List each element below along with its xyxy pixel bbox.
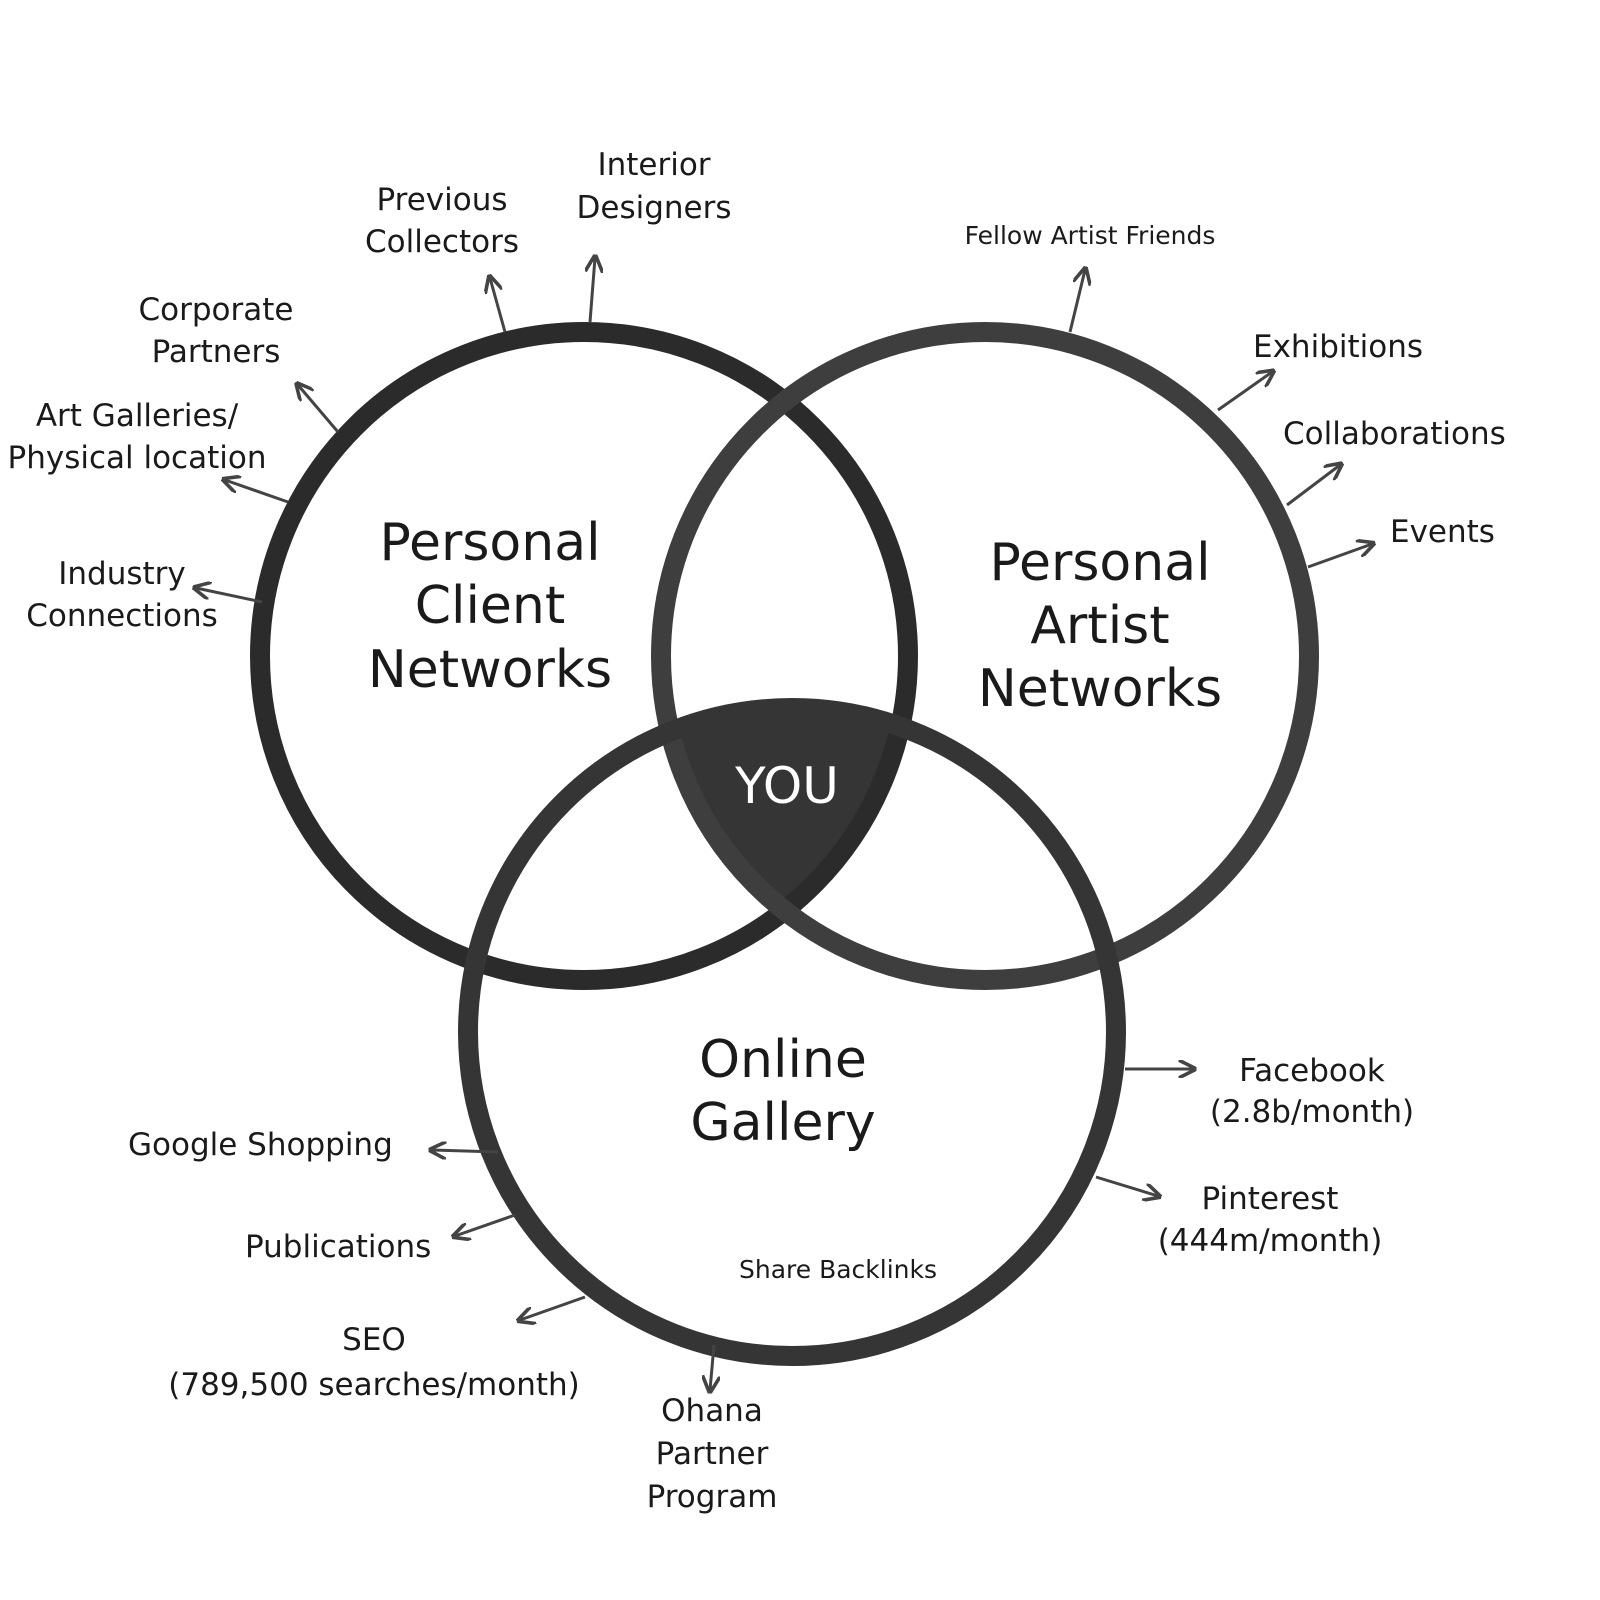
- client-title-line: Client: [415, 576, 566, 636]
- label-galleries: Physical location: [8, 440, 267, 476]
- label-facebook: (2.8b/month): [1210, 1094, 1414, 1130]
- label-backlinks: Share Backlinks: [739, 1255, 937, 1284]
- artist-title-line: Personal: [989, 533, 1210, 593]
- online-gallery-circle: [458, 698, 1126, 1366]
- label-interior: Interior: [597, 147, 710, 183]
- arrow-previous: [490, 278, 507, 333]
- label-galleries: Art Galleries/: [36, 398, 239, 434]
- arrow-pinterest: [1095, 1175, 1158, 1196]
- label-industry: Industry: [58, 556, 186, 592]
- arrow-events: [1307, 544, 1372, 569]
- artist-networks-circle: [651, 322, 1319, 990]
- label-ohana: Ohana: [661, 1393, 763, 1429]
- arrow-interior: [590, 258, 595, 323]
- label-facebook: Facebook: [1239, 1053, 1385, 1089]
- label-previous: Collectors: [365, 224, 519, 260]
- label-pinterest: Pinterest: [1202, 1181, 1339, 1217]
- client-title-line: Personal: [379, 513, 600, 573]
- online-title-line: Gallery: [690, 1093, 875, 1153]
- arrow-friends: [1068, 270, 1085, 333]
- arrow-galleries: [225, 480, 289, 504]
- label-events: Events: [1390, 514, 1495, 550]
- arrows: [196, 258, 1372, 1390]
- label-seo: (789,500 searches/month): [168, 1367, 580, 1403]
- label-google-shopping: Google Shopping: [128, 1127, 393, 1163]
- artist-title-line: Artist: [1030, 596, 1169, 656]
- label-collaborations: Collaborations: [1283, 416, 1506, 452]
- arrow-exhibitions: [1217, 372, 1272, 412]
- arrow-industry: [196, 588, 263, 604]
- label-previous: Previous: [376, 182, 507, 218]
- artist-title-line: Networks: [978, 659, 1222, 719]
- arrow-corporate: [298, 385, 340, 433]
- label-publications: Publications: [245, 1229, 431, 1265]
- online-title-line: Online: [699, 1030, 867, 1090]
- label-friends: Fellow Artist Friends: [965, 221, 1216, 250]
- label-ohana: Program: [647, 1479, 778, 1515]
- arrow-publications: [455, 1213, 516, 1236]
- label-interior: Designers: [577, 190, 732, 226]
- you-label: YOU: [734, 757, 839, 815]
- label-industry: Connections: [26, 598, 218, 634]
- label-pinterest: (444m/month): [1158, 1223, 1383, 1259]
- client-title-line: Networks: [368, 640, 612, 700]
- arrow-google: [432, 1150, 499, 1152]
- label-ohana: Partner: [656, 1436, 769, 1472]
- arrow-ohana: [710, 1344, 714, 1390]
- label-corporate: Corporate: [139, 292, 294, 328]
- arrow-collaborations: [1286, 465, 1340, 507]
- label-exhibitions: Exhibitions: [1253, 329, 1423, 365]
- label-seo: SEO: [342, 1322, 406, 1358]
- client-networks-circle: [250, 322, 918, 990]
- arrow-seo: [520, 1295, 586, 1320]
- label-corporate: Partners: [152, 334, 281, 370]
